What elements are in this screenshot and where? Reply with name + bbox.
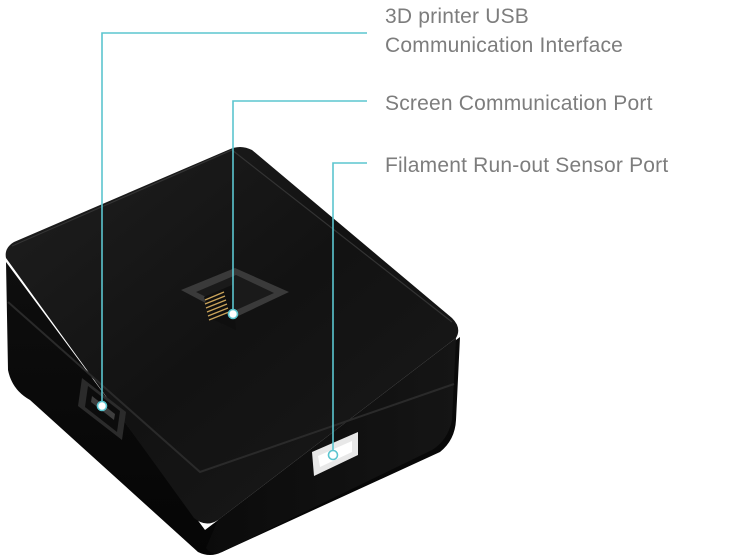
callout-filament-text: Filament Run-out Sensor Port bbox=[385, 154, 669, 177]
device-edge-highlight bbox=[11, 149, 453, 323]
leader-line-screen bbox=[232, 100, 367, 314]
rj45-port-icon bbox=[181, 268, 289, 330]
callout-screen-text: Screen Communication Port bbox=[385, 92, 653, 115]
callout-usb-line2: Communication Interface bbox=[385, 34, 624, 57]
leader-dots bbox=[96, 308, 339, 461]
callout-usb-interface: 3D printer USB Communication Interface bbox=[385, 2, 623, 60]
leader-dot-filament bbox=[327, 449, 339, 461]
leader-dot-screen bbox=[227, 308, 239, 320]
device-top-face bbox=[5, 147, 459, 524]
leader-dot-usb bbox=[96, 400, 108, 412]
callout-screen-port: Screen Communication Port bbox=[385, 89, 653, 118]
leader-lines bbox=[101, 32, 367, 455]
leader-line-usb bbox=[101, 32, 367, 406]
callout-filament-sensor-port: Filament Run-out Sensor Port bbox=[385, 151, 668, 180]
callout-usb-line1: 3D printer USB bbox=[385, 5, 530, 28]
leader-line-filament bbox=[332, 162, 367, 455]
device-seam bbox=[7, 301, 455, 474]
